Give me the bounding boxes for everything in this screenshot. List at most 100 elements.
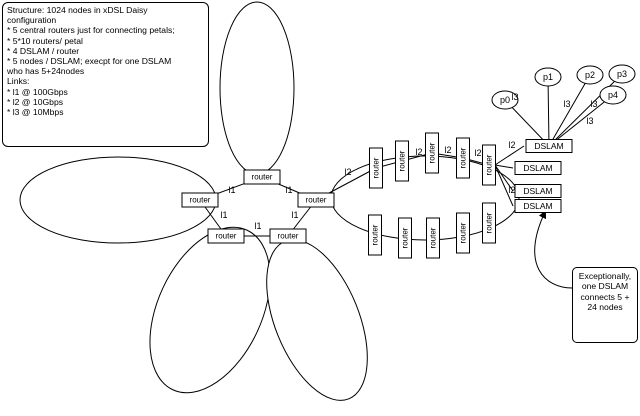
note-line: who has 5+24nodes	[7, 66, 85, 77]
dslam-3-label: DSLAM	[523, 201, 552, 211]
node-p2: p2	[576, 65, 604, 85]
link-label: l2	[344, 167, 351, 177]
router-petal-box	[398, 217, 412, 259]
link-l3	[548, 73, 623, 147]
link-l3	[547, 76, 550, 147]
router-petal: router	[482, 144, 496, 186]
node-label: p0	[500, 95, 510, 105]
router-petal-label: router	[371, 224, 380, 245]
dslam-2-label: DSLAM	[523, 186, 552, 196]
note-line: * l1 @ 100Gbps	[7, 86, 68, 97]
router-petal-box	[456, 212, 470, 254]
router-petal: router	[482, 202, 496, 244]
dslam-3-box	[514, 199, 562, 213]
router-petal-box	[426, 217, 440, 259]
note-line: * 5*10 routers/ petal	[7, 35, 83, 46]
node-ellipse	[608, 64, 636, 84]
router-petal: router	[398, 217, 412, 259]
note-line: Links:	[7, 76, 30, 87]
router-central-label: router	[306, 196, 327, 205]
node-ellipse	[491, 90, 519, 110]
structure-note: Structure: 1024 nodes in xDSL Daisy conf…	[2, 2, 209, 147]
dslam-0: DSLAM	[525, 139, 573, 153]
node-ellipse	[534, 67, 562, 87]
link-label: l3	[563, 99, 570, 109]
dslam-0-label: DSLAM	[534, 141, 563, 151]
dslam-3: DSLAM	[514, 199, 562, 213]
dslam-2-box	[514, 184, 562, 198]
link-label: l1	[228, 185, 235, 195]
router-central-label: router	[278, 232, 299, 241]
callout-line: 24 nodes	[587, 302, 623, 313]
router-petal-label: router	[429, 227, 438, 248]
node-p0: p0	[491, 90, 519, 110]
dslam-1-box	[514, 161, 562, 175]
router-central: router	[297, 192, 335, 208]
router-petal: router	[456, 137, 470, 179]
petal-bottom-left	[149, 226, 271, 394]
router-petal-label: router	[401, 227, 410, 248]
link-l3	[548, 94, 614, 147]
node-p3: p3	[608, 64, 636, 84]
router-petal: router	[395, 140, 409, 182]
router-petal: router	[369, 147, 383, 189]
link-label: l1	[291, 210, 298, 220]
note-line: * 5 nodes / DSLAM; execpt for one DSLAM	[7, 56, 172, 67]
router-central-box	[207, 228, 245, 244]
router-petal: router	[426, 217, 440, 259]
router-petal-box	[425, 132, 439, 174]
node-label: p2	[585, 70, 595, 80]
dslam-2: DSLAM	[514, 184, 562, 198]
router-petal-label: router	[428, 142, 437, 163]
dslam-1-label: DSLAM	[523, 163, 552, 173]
callout-line: one DSLAM	[581, 281, 629, 292]
router-petal-box	[456, 137, 470, 179]
router-petal: router	[368, 214, 382, 256]
callout-line: connects 5 +	[580, 291, 630, 302]
link-l3	[548, 74, 591, 147]
router-central: router	[269, 228, 307, 244]
dslam-0-box	[525, 139, 573, 153]
callout-arrow	[534, 210, 573, 289]
node-ellipse	[599, 85, 627, 105]
router-petal-label: router	[398, 150, 407, 171]
router-petal: router	[425, 132, 439, 174]
router-petal-box	[482, 202, 496, 244]
callout-line: Exceptionally,	[578, 271, 632, 281]
router-petal-label: router	[485, 154, 494, 175]
link-label: l1	[254, 221, 261, 231]
exception-callout: Exceptionally, one DSLAM connects 5 + 24…	[572, 267, 638, 343]
link-label: l2	[508, 140, 515, 150]
router-petal-label: router	[485, 212, 494, 233]
link-label: l3	[586, 116, 593, 126]
note-line: * 4 DSLAM / router	[7, 45, 80, 56]
link-label: l2	[508, 185, 515, 195]
router-central-box	[297, 192, 335, 208]
link-label: l3	[511, 92, 518, 102]
node-label: p3	[617, 69, 627, 79]
router-petal-box	[482, 144, 496, 186]
link-label: l3	[590, 99, 597, 109]
router-petal-box	[368, 214, 382, 256]
router-central-box	[269, 228, 307, 244]
router-petal-label: router	[459, 147, 468, 168]
node-p4: p4	[599, 85, 627, 105]
link-label: l2	[444, 145, 451, 155]
router-petal-box	[395, 140, 409, 182]
link-label: l2	[474, 148, 481, 158]
link-label: l1	[285, 185, 292, 195]
node-p1: p1	[534, 67, 562, 87]
router-central-label: router	[252, 173, 273, 182]
router-petal: router	[456, 212, 470, 254]
router-central: router	[207, 228, 245, 244]
note-line: * l2 @ 10Gbps	[7, 96, 64, 107]
node-label: p4	[608, 90, 618, 100]
link-l2	[494, 164, 514, 207]
boxes: router router router router router router rout…	[181, 64, 636, 259]
link-l2	[494, 164, 514, 169]
router-central-label: router	[190, 196, 211, 205]
router-central-box	[181, 192, 219, 208]
note-line: configuration	[7, 15, 57, 26]
